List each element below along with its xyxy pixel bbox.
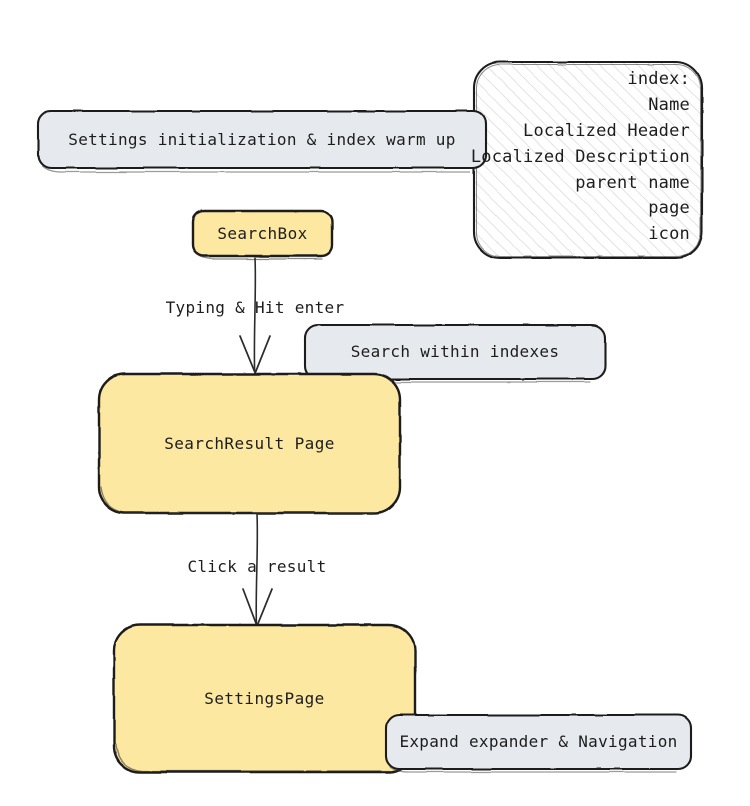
index-note-shape xyxy=(472,60,704,260)
edge-click-line xyxy=(242,513,273,627)
node-searchbox-shape[interactable] xyxy=(191,209,334,260)
edge-typing-line xyxy=(239,257,271,374)
annotation-init-shape xyxy=(36,109,488,173)
node-searchresult-shape[interactable] xyxy=(97,372,402,515)
annotation-expand-shape xyxy=(384,713,693,773)
node-settingspage-shape[interactable] xyxy=(112,623,417,774)
